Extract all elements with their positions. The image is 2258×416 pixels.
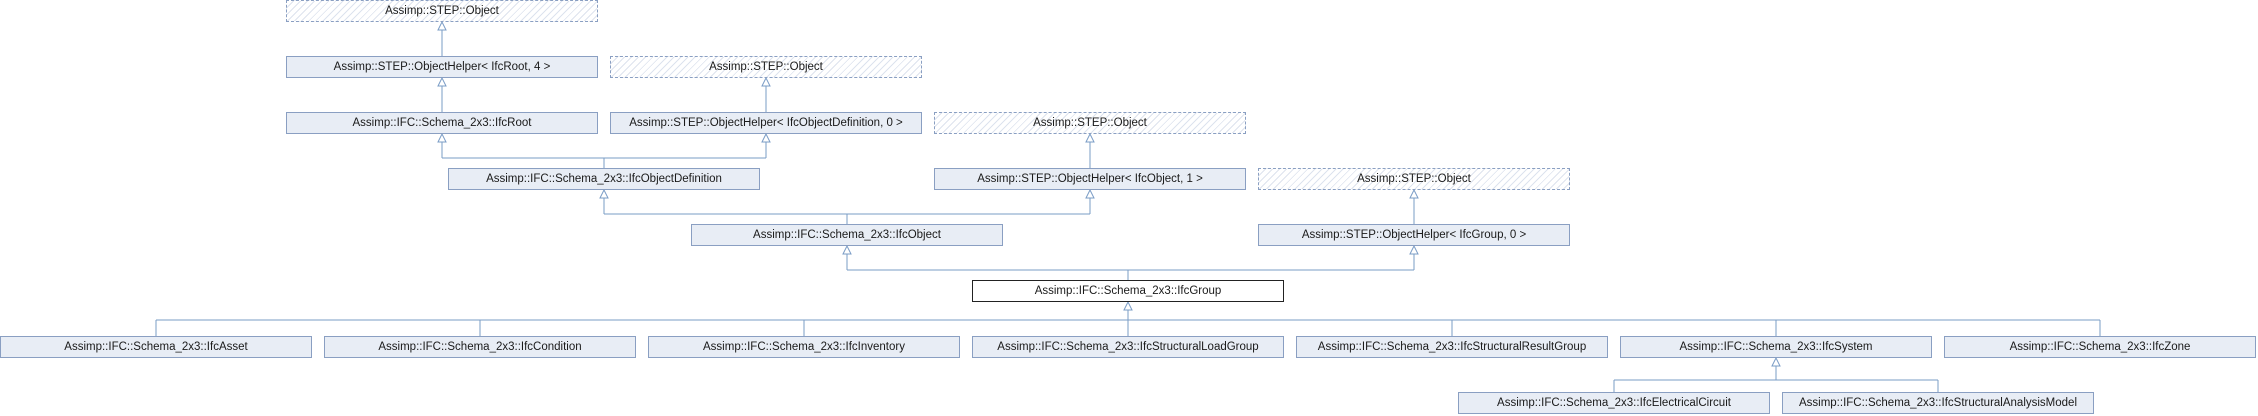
node-objecthelper-ifcroot[interactable]: Assimp::STEP::ObjectHelper< IfcRoot, 4 > [286, 56, 598, 78]
node-ifcasset[interactable]: Assimp::IFC::Schema_2x3::IfcAsset [0, 336, 312, 358]
node-objecthelper-ifcgroup[interactable]: Assimp::STEP::ObjectHelper< IfcGroup, 0 … [1258, 224, 1570, 246]
node-step-object-1[interactable]: Assimp::STEP::Object [286, 0, 598, 22]
node-ifcstructuralresultgroup[interactable]: Assimp::IFC::Schema_2x3::IfcStructuralRe… [1296, 336, 1608, 358]
node-ifcstructuralloadgroup[interactable]: Assimp::IFC::Schema_2x3::IfcStructuralLo… [972, 336, 1284, 358]
node-ifcelectricalcircuit[interactable]: Assimp::IFC::Schema_2x3::IfcElectricalCi… [1458, 392, 1770, 414]
node-ifczone[interactable]: Assimp::IFC::Schema_2x3::IfcZone [1944, 336, 2256, 358]
node-ifcgroup: Assimp::IFC::Schema_2x3::IfcGroup [972, 280, 1284, 302]
node-ifcsystem[interactable]: Assimp::IFC::Schema_2x3::IfcSystem [1620, 336, 1932, 358]
node-ifcinventory[interactable]: Assimp::IFC::Schema_2x3::IfcInventory [648, 336, 960, 358]
node-ifcobject[interactable]: Assimp::IFC::Schema_2x3::IfcObject [691, 224, 1003, 246]
node-ifcstructuralanalysismodel[interactable]: Assimp::IFC::Schema_2x3::IfcStructuralAn… [1782, 392, 2094, 414]
node-step-object-4[interactable]: Assimp::STEP::Object [1258, 168, 1570, 190]
node-ifccondition[interactable]: Assimp::IFC::Schema_2x3::IfcCondition [324, 336, 636, 358]
node-ifcroot[interactable]: Assimp::IFC::Schema_2x3::IfcRoot [286, 112, 598, 134]
node-objecthelper-ifcobject[interactable]: Assimp::STEP::ObjectHelper< IfcObject, 1… [934, 168, 1246, 190]
node-step-object-3[interactable]: Assimp::STEP::Object [934, 112, 1246, 134]
node-objecthelper-ifcobjectdefinition[interactable]: Assimp::STEP::ObjectHelper< IfcObjectDef… [610, 112, 922, 134]
node-ifcobjectdefinition[interactable]: Assimp::IFC::Schema_2x3::IfcObjectDefini… [448, 168, 760, 190]
node-step-object-2[interactable]: Assimp::STEP::Object [610, 56, 922, 78]
